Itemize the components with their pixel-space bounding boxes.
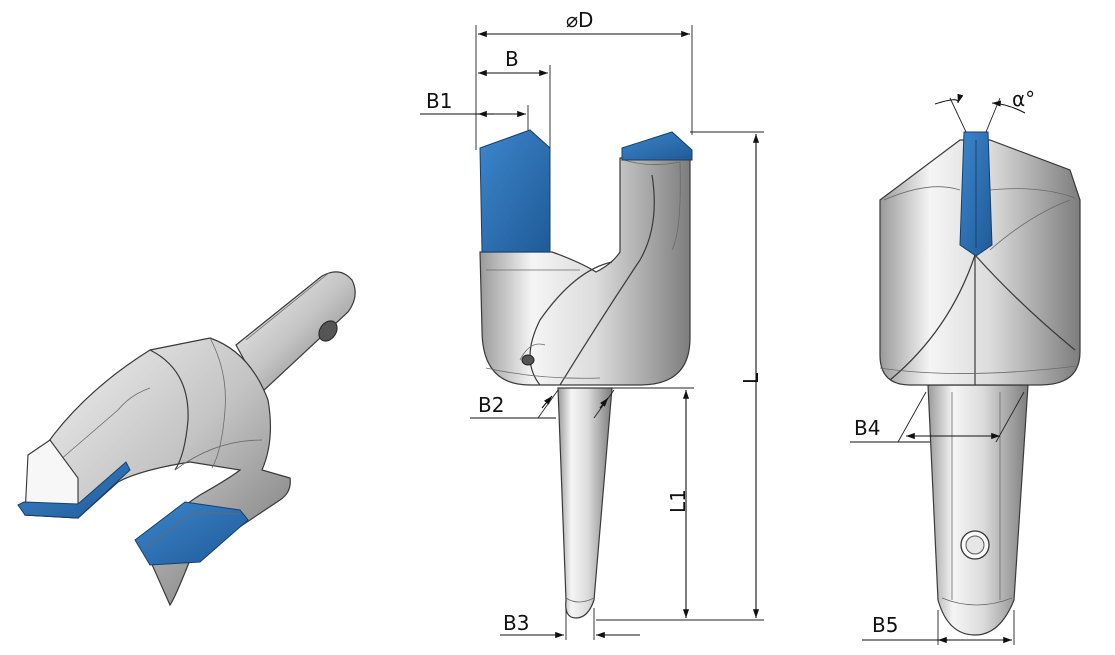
label-diameter: ⌀D [566,8,593,32]
label-b3: B3 [503,611,529,635]
label-b4: B4 [854,416,880,440]
label-b5: B5 [872,613,898,637]
side-shank [927,384,1029,636]
label-l1: L1 [666,489,690,513]
iso-shank-hole [318,320,338,342]
isometric-view [17,271,356,607]
side-shank-hole-inner [965,535,985,555]
label-b: B [505,47,519,71]
iso-left-insert-blue [17,461,131,519]
label-b1: B1 [426,89,452,113]
front-left-insert [479,129,551,253]
iso-shank [235,271,356,393]
front-shank [557,387,613,619]
label-l: L [739,372,763,384]
front-view [420,25,764,640]
front-body [479,149,691,386]
label-alpha: α° [1012,87,1035,111]
iso-right-insert-blue [134,501,249,566]
side-view [850,93,1081,645]
front-body-hole [521,354,535,366]
label-b2: B2 [478,393,504,417]
side-body [879,139,1081,386]
front-right-insert [621,131,693,161]
iso-body [24,337,291,607]
